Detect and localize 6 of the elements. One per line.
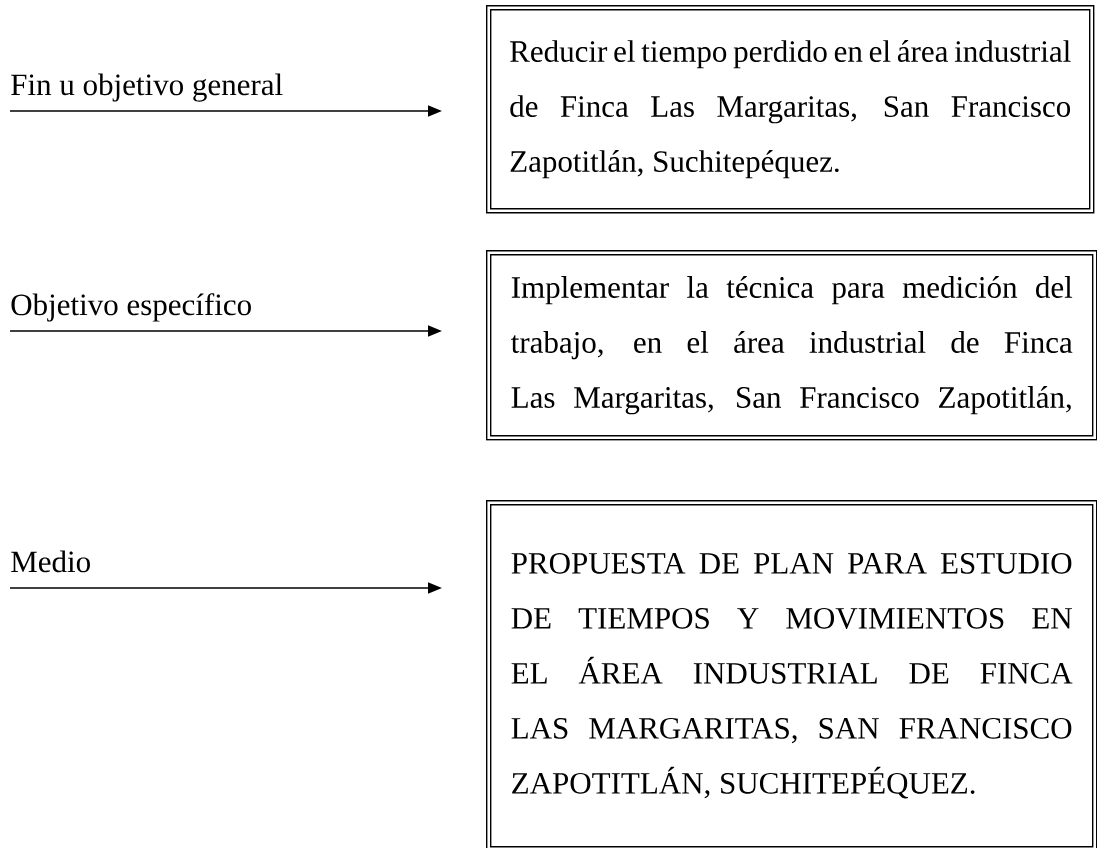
objective-box: Implementar la técnica para medición del trabajo, en el área industrial de Finca Las Margaritas, San Francisco Zapotitlán, [486, 250, 1097, 441]
side-label: Fin u objetivo general [11, 73, 283, 102]
objective-box: Reducir el tiempo perdido en el área industrial de Finca Las Margaritas, San Francisco Zapotitlán, Suchitepéquez. [486, 5, 1095, 214]
side-label: Medio [11, 550, 90, 573]
side-label: Objetivo específico [11, 293, 251, 322]
objective-box: PROPUESTA DE PLAN PARA ESTUDIO DE TIEMPOS Y MOVIMIENTOS EN EL ÁREA INDUSTRIAL DE FINCA LAS MARGARITAS, SAN FRANCISCO ZAPOTITLÁN, SUCHITEPÉQUEZ. [486, 500, 1097, 848]
